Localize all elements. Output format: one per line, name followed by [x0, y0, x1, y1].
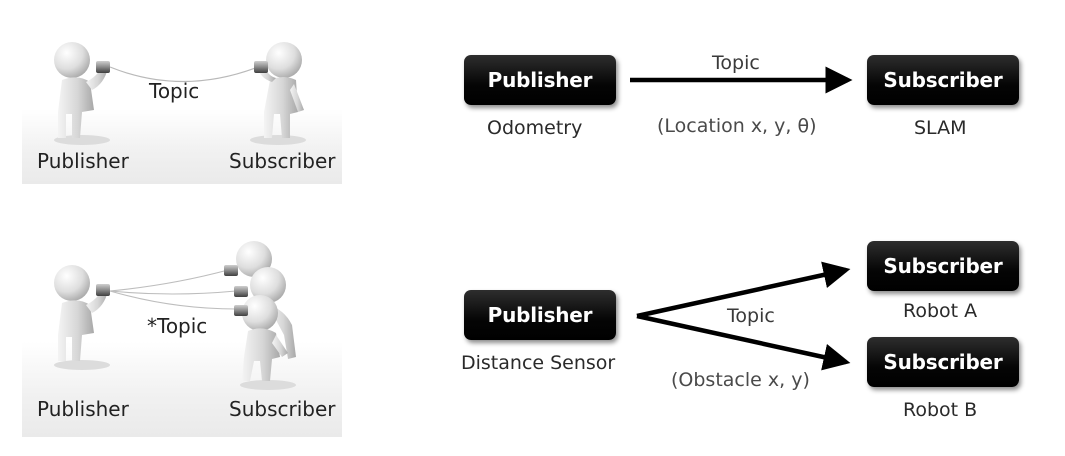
illustration-publisher-label: Publisher: [37, 397, 129, 421]
subscriber-figure: [234, 267, 296, 359]
publisher-caption: Distance Sensor: [461, 352, 616, 374]
topic-label: Topic: [727, 305, 775, 327]
illustration-subscriber-label: Subscriber: [229, 149, 336, 173]
subscriber-caption-robot-a: Robot A: [903, 300, 978, 322]
message-label: (Obstacle x, y): [671, 369, 810, 391]
subscriber-caption: SLAM: [914, 117, 967, 139]
string-line: [109, 290, 237, 295]
illustration-topic-label: *Topic: [147, 314, 208, 338]
illustration-one-to-one: [22, 18, 342, 184]
illustration-topic-label: Topic: [149, 79, 200, 103]
illustration-one-to-many: [22, 225, 342, 437]
publisher-figure: [54, 42, 110, 145]
publisher-caption: Odometry: [487, 117, 583, 139]
tin-can-phone-illustration: [54, 42, 306, 145]
subscriber-caption-robot-b: Robot B: [903, 399, 978, 421]
message-label: (Location x, y, θ): [657, 115, 817, 137]
illustration-publisher-label: Publisher: [37, 149, 129, 173]
subscriber-node-robot-b: Subscriber: [867, 337, 1019, 387]
illustration-subscriber-label: Subscriber: [229, 397, 336, 421]
subscriber-node-robot-a: Subscriber: [867, 241, 1019, 291]
publisher-node: Publisher: [464, 55, 616, 105]
publisher-node: Publisher: [464, 290, 616, 340]
publisher-figure: [54, 265, 110, 370]
tin-can-phone-broadcast-illustration: [54, 241, 296, 390]
subscriber-figure: [250, 42, 306, 145]
subscriber-node: Subscriber: [867, 55, 1019, 105]
topic-arrow-robot-a: [636, 261, 851, 319]
string-line: [109, 269, 229, 292]
subscriber-figure: [234, 295, 296, 390]
string-line: [109, 290, 237, 310]
string-line: [109, 66, 259, 83]
topic-label: Topic: [712, 52, 760, 74]
topic-arrow-robot-b: [636, 313, 851, 371]
